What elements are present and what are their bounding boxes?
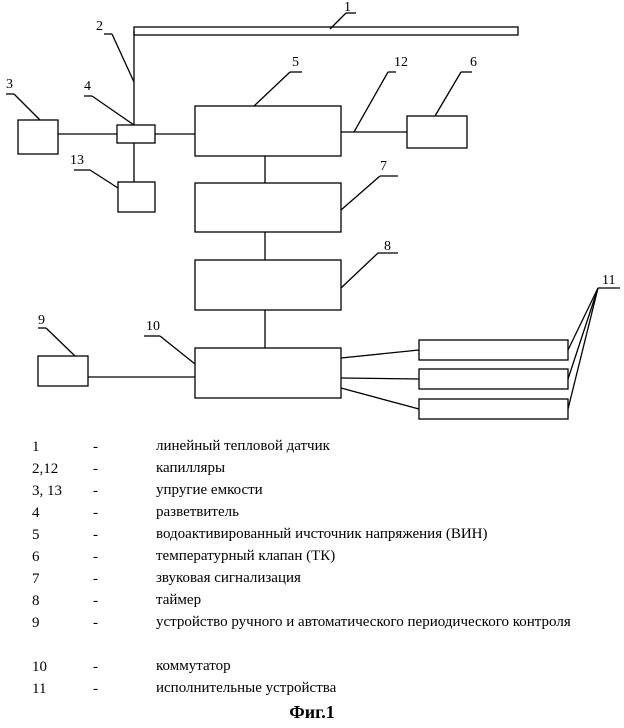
legend-dash: - xyxy=(93,502,98,524)
legend-dash: - xyxy=(93,678,98,700)
actuator xyxy=(419,399,568,419)
legend-dash: - xyxy=(93,568,98,590)
elastic-tank-13 xyxy=(118,182,155,212)
label-5: 5 xyxy=(292,55,299,70)
legend-dash: - xyxy=(93,612,98,634)
label-3: 3 xyxy=(6,77,13,92)
linear-heat-sensor xyxy=(134,27,518,35)
label-12: 12 xyxy=(394,55,408,70)
legend-dash: - xyxy=(93,546,98,568)
figure-caption: Фиг.1 xyxy=(0,702,624,723)
legend-row: 6 - температурный клапан (ТК) xyxy=(32,546,622,568)
label-11: 11 xyxy=(602,273,615,288)
legend-dash: - xyxy=(93,656,98,678)
label-6: 6 xyxy=(470,55,477,70)
legend-description: устройство ручного и автоматического пер… xyxy=(156,612,616,633)
label-1: 1 xyxy=(344,0,351,15)
actuator xyxy=(419,340,568,360)
legend-row: 7 - звуковая сигнализация xyxy=(32,568,622,590)
legend-dash: - xyxy=(93,480,98,502)
legend-number: 5 xyxy=(32,524,40,546)
label-9: 9 xyxy=(38,313,45,328)
legend-row: 4 - разветвитель xyxy=(32,502,622,524)
legend-number: 7 xyxy=(32,568,40,590)
legend-number: 8 xyxy=(32,590,40,612)
legend-row: 5 - водоактивированный ичсточник напряже… xyxy=(32,524,622,546)
label-10: 10 xyxy=(146,319,160,334)
legend-dash: - xyxy=(93,590,98,612)
actuator xyxy=(419,369,568,389)
splitter xyxy=(117,125,155,143)
block-diagram: 1 2 3 4 5 12 6 13 7 8 11 9 10 xyxy=(0,0,624,430)
legend-row: 1 - линейный тепловой датчик xyxy=(32,436,622,458)
legend-row: 10 - коммутатор xyxy=(32,656,622,678)
label-2: 2 xyxy=(96,19,103,34)
voltage-source xyxy=(195,106,341,156)
legend-number: 2,12 xyxy=(32,458,58,480)
legend-description: температурный клапан (ТК) xyxy=(156,546,616,567)
legend-row: 9 - устройство ручного и автоматического… xyxy=(32,612,622,656)
legend-row: 3, 13 - упругие емкости xyxy=(32,480,622,502)
control-device xyxy=(38,356,88,386)
label-8: 8 xyxy=(384,239,391,254)
legend: 1 - линейный тепловой датчик 2,12 - капи… xyxy=(32,436,622,700)
legend-description: таймер xyxy=(156,590,616,611)
timer xyxy=(195,260,341,310)
legend-description: капилляры xyxy=(156,458,616,479)
label-7: 7 xyxy=(380,159,387,174)
legend-number: 11 xyxy=(32,678,46,700)
sound-alarm xyxy=(195,183,341,232)
elastic-tank-3 xyxy=(18,120,58,154)
legend-number: 4 xyxy=(32,502,40,524)
legend-row: 8 - таймер xyxy=(32,590,622,612)
label-13: 13 xyxy=(70,153,84,168)
legend-dash: - xyxy=(93,436,98,458)
legend-dash: - xyxy=(93,524,98,546)
legend-description: исполнительные устройства xyxy=(156,678,616,699)
legend-number: 1 xyxy=(32,436,40,458)
legend-description: разветвитель xyxy=(156,502,616,523)
legend-description: упругие емкости xyxy=(156,480,616,501)
legend-number: 9 xyxy=(32,612,40,634)
legend-description: водоактивированный ичсточник напряжения … xyxy=(156,524,616,545)
temperature-valve xyxy=(407,116,467,148)
legend-dash: - xyxy=(93,458,98,480)
legend-description: коммутатор xyxy=(156,656,616,677)
legend-row: 11 - исполнительные устройства xyxy=(32,678,622,700)
legend-number: 6 xyxy=(32,546,40,568)
legend-description: звуковая сигнализация xyxy=(156,568,616,589)
label-4: 4 xyxy=(84,79,91,94)
legend-description: линейный тепловой датчик xyxy=(156,436,616,457)
commutator xyxy=(195,348,341,398)
legend-number: 10 xyxy=(32,656,47,678)
legend-row: 2,12 - капилляры xyxy=(32,458,622,480)
legend-number: 3, 13 xyxy=(32,480,62,502)
